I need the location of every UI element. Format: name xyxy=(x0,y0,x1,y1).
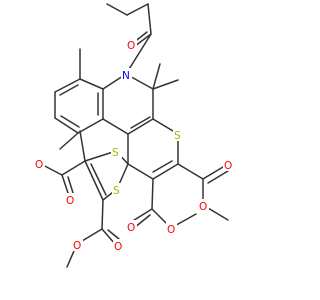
bond xyxy=(101,228,116,245)
bond xyxy=(125,33,152,75)
molecule-diagram: O N S S S O O O xyxy=(34,3,234,268)
atom-n-amide: N xyxy=(121,68,132,82)
bond xyxy=(61,160,86,176)
atom-o-ester-d-carbonyl: O xyxy=(126,220,137,234)
atom-symbol: S xyxy=(112,147,119,159)
atom-label-layer: O N S S S O O O xyxy=(34,38,234,253)
bond xyxy=(102,118,129,135)
bond xyxy=(107,229,120,240)
atom-symbol: O xyxy=(199,201,207,213)
bond xyxy=(77,118,104,134)
atom-o-ester-c-ether: O xyxy=(198,199,209,213)
bond xyxy=(177,163,204,180)
atom-symbol: O xyxy=(114,241,122,253)
atom-o-ester-b-carbonyl: O xyxy=(113,239,124,253)
bond xyxy=(59,84,79,96)
bond xyxy=(67,176,75,197)
bond xyxy=(151,178,154,210)
bond xyxy=(147,3,152,35)
bond xyxy=(130,116,151,129)
bond xyxy=(152,63,161,90)
bond-layer xyxy=(38,3,229,268)
bond xyxy=(79,130,86,162)
bond xyxy=(79,78,104,90)
atom-o-ester-a-ether: O xyxy=(34,157,45,171)
atom-symbol: O xyxy=(167,224,175,236)
atom-symbol: O xyxy=(73,240,81,252)
atom-symbol: O xyxy=(224,160,232,172)
bond xyxy=(90,163,107,196)
atom-symbol: N xyxy=(122,70,130,82)
bond xyxy=(84,160,104,201)
bond xyxy=(207,170,229,184)
bond xyxy=(101,199,104,230)
bond xyxy=(60,115,80,128)
atom-symbol: O xyxy=(35,159,43,171)
bond xyxy=(152,160,173,173)
atom-o-butanoyl: O xyxy=(126,38,137,52)
atom-o-ester-b-ether: O xyxy=(72,238,83,252)
bond xyxy=(130,208,153,223)
bond xyxy=(84,150,117,162)
bond xyxy=(126,3,149,16)
bond xyxy=(54,117,79,134)
atom-symbol: O xyxy=(127,222,135,234)
atom-symbol: O xyxy=(127,40,135,52)
atom-symbol: S xyxy=(174,130,181,142)
bond xyxy=(59,132,79,150)
bond xyxy=(152,79,179,90)
atom-o-ester-d-ether: O xyxy=(166,222,177,236)
atom-s-dithiole-1: S xyxy=(111,145,122,159)
atom-s-dithiole-2: S xyxy=(112,183,123,197)
bond xyxy=(106,3,128,16)
bond xyxy=(152,163,179,180)
atom-o-ester-a-carbonyl: O xyxy=(65,193,76,207)
bond xyxy=(54,78,81,93)
bond xyxy=(127,163,154,180)
atom-s-thiopyran: S xyxy=(173,128,184,142)
atom-symbol: O xyxy=(66,195,74,207)
atom-o-ester-c-carbonyl: O xyxy=(223,158,234,172)
bond xyxy=(127,118,154,135)
atom-symbol: S xyxy=(113,185,120,197)
